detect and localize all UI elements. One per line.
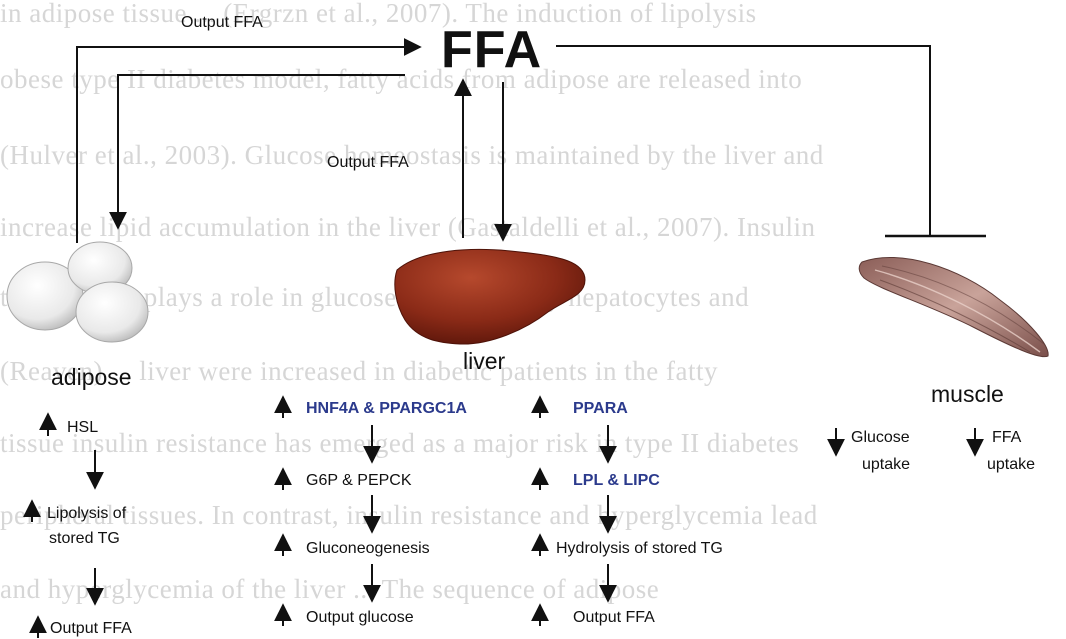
liver-label: liver: [463, 348, 505, 375]
output-ffa-label-center: Output FFA: [327, 154, 409, 172]
liver-hnf4a-ppargc1a: HNF4A & PPARGC1A: [306, 400, 467, 418]
ffa-to-adipose-arrow: [118, 75, 405, 228]
adipose-hsl: HSL: [67, 419, 98, 437]
adipose-to-ffa-arrow: [77, 47, 420, 243]
adipose-lipolysis-line1: Lipolysis of: [47, 505, 126, 523]
adipose-cells-image: [7, 242, 148, 342]
liver-output-ffa: Output FFA: [573, 609, 655, 627]
muscle-image: [859, 257, 1048, 356]
adipose-lipolysis-line2: stored TG: [49, 530, 120, 548]
liver-image: [395, 249, 585, 344]
muscle-ffa-label: FFA: [992, 429, 1021, 447]
liver-hydrolysis-stored-tg: Hydrolysis of stored TG: [556, 540, 723, 558]
adipose-output-ffa: Output FFA: [50, 620, 132, 638]
liver-ppara: PPARA: [573, 400, 628, 418]
ffa-inhibits-muscle-line: [556, 46, 930, 236]
liver-g6p-pepck: G6P & PEPCK: [306, 472, 412, 490]
liver-gluconeogenesis: Gluconeogenesis: [306, 540, 430, 558]
muscle-ffa-uptake-label: uptake: [987, 456, 1035, 474]
liver-lpl-lipc: LPL & LIPC: [573, 472, 660, 490]
muscle-glucose-label: Glucose: [851, 429, 910, 447]
liver-output-glucose: Output glucose: [306, 609, 414, 627]
output-ffa-label-top: Output FFA: [181, 14, 263, 32]
adipose-label: adipose: [51, 364, 132, 391]
muscle-glucose-uptake-label: uptake: [862, 456, 910, 474]
muscle-label: muscle: [931, 381, 1004, 408]
ffa-title: FFA: [441, 20, 542, 80]
